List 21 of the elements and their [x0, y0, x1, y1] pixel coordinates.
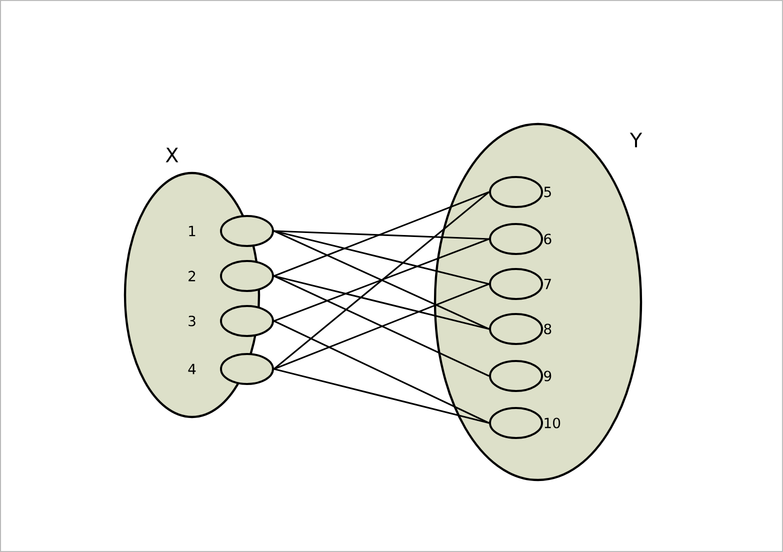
element-number: 2: [188, 270, 196, 282]
set-label: X: [166, 148, 178, 162]
connector-line: [274, 368, 490, 424]
element-number: 6: [544, 234, 552, 244]
element-number: 8: [544, 324, 552, 334]
element-number: 3: [188, 316, 196, 326]
connector-line: [274, 320, 490, 424]
element-number: 5: [544, 186, 551, 198]
connector-line: [274, 230, 490, 330]
connector-line: [274, 191, 490, 370]
element-number: 1: [189, 226, 196, 236]
connector-line: [274, 275, 490, 330]
connector-line: [274, 238, 490, 322]
element-number: 10: [544, 418, 560, 428]
connector-line: [274, 191, 490, 277]
element-number: 4: [188, 364, 196, 374]
connector-line: [274, 230, 490, 285]
element-number: 9: [544, 370, 552, 382]
set-label: Y: [630, 132, 642, 148]
element-number: 7: [544, 278, 551, 290]
connector-line: [274, 230, 490, 240]
